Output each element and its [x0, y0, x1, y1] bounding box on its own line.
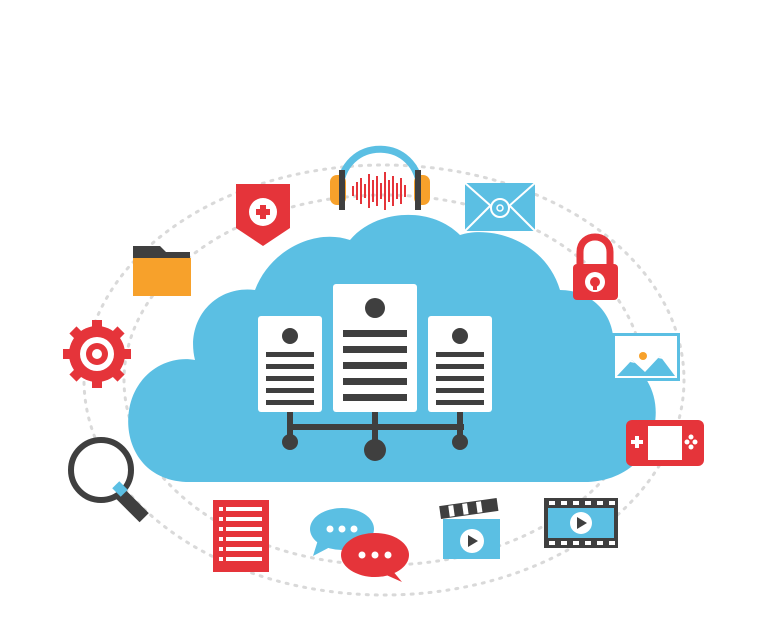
- folder-icon: [133, 246, 191, 296]
- email-envelope-icon: [464, 182, 536, 232]
- server-documents-icon: [258, 284, 492, 461]
- game-controller-icon: [626, 420, 704, 466]
- medical-shield-icon: [236, 184, 290, 246]
- chat-bubbles-icon: [310, 508, 409, 582]
- video-clapperboard-icon: [439, 498, 500, 559]
- film-strip-icon: [544, 498, 618, 548]
- landscape-image-icon: [612, 333, 680, 381]
- padlock-icon: [573, 233, 618, 300]
- headphones-icon: [330, 145, 430, 210]
- magnifying-glass-icon: [68, 437, 149, 523]
- document-list-icon: [213, 500, 269, 572]
- gear-icon: [63, 320, 131, 388]
